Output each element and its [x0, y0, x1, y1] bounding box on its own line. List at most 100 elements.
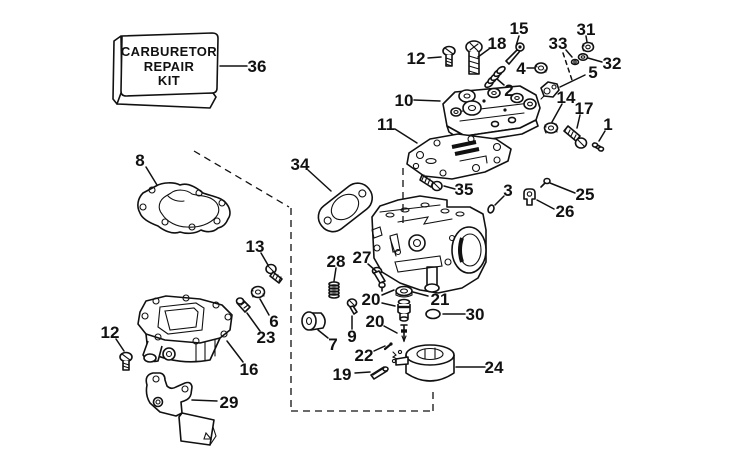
leader-line-20 [381, 289, 395, 296]
part-number-26: 26 [556, 202, 575, 221]
part-number-17: 17 [575, 99, 594, 118]
part-13-screw [265, 263, 283, 284]
part-number-18: 18 [488, 34, 507, 53]
part-number-21: 21 [431, 290, 450, 309]
kit-box-line3: KIT [158, 73, 180, 88]
leader-line-21 [412, 291, 429, 297]
leader-line-34 [307, 169, 332, 192]
part-number-4: 4 [516, 59, 526, 78]
leader-line-5 [559, 74, 586, 88]
part-16-float-bowl [137, 294, 233, 363]
part-number-13: 13 [246, 237, 265, 256]
part-number-23: 23 [257, 328, 276, 347]
part-number-5: 5 [588, 63, 597, 82]
part-number-8: 8 [135, 151, 144, 170]
leader-line-32 [587, 57, 603, 63]
part-33-washer [570, 58, 580, 66]
leader-line-19 [354, 371, 371, 374]
leader-line-28 [333, 267, 337, 282]
part-number-36: 36 [248, 57, 267, 76]
carburetor-body [371, 195, 487, 294]
part-number-11: 11 [377, 115, 395, 134]
part-number-15: 15 [510, 19, 529, 38]
part-number-28: 28 [327, 252, 346, 271]
part-number-2: 2 [504, 81, 513, 100]
part-number-20: 20 [366, 312, 385, 331]
leader-line-27 [367, 263, 377, 272]
leader-line-15 [515, 35, 520, 47]
leader-line-13 [260, 252, 269, 266]
part-30-gasket-oval [425, 308, 441, 320]
part-24-float [391, 344, 455, 382]
leader-line-3 [494, 195, 505, 206]
part-number-1: 1 [603, 115, 612, 134]
construction-dashed-line [193, 150, 290, 208]
kit-box-line1: CARBURETOR [121, 44, 217, 59]
part-5-lever [540, 81, 560, 100]
leader-line-10 [413, 99, 441, 102]
part-number-6: 6 [269, 312, 278, 331]
leader-line-8 [145, 166, 158, 186]
leader-line-20 [383, 325, 398, 334]
part-14-nut [543, 122, 559, 134]
leader-line-25 [549, 182, 576, 194]
leader-line-14 [551, 103, 563, 123]
part-12-screw-bottom [119, 351, 133, 371]
part-27-fitting [371, 266, 386, 292]
leader-line-16 [226, 340, 244, 363]
part-4-nut [534, 62, 548, 74]
part-number-3: 3 [503, 181, 512, 200]
part-23-plug [235, 297, 251, 313]
part-12-screw-top [442, 45, 456, 67]
leader-line-35 [443, 185, 456, 190]
part-6-nut [250, 285, 266, 299]
part-31-nut [581, 41, 595, 53]
part-29-bracket [145, 372, 217, 446]
part-number-7: 7 [328, 335, 337, 354]
part-15-needle [505, 42, 525, 65]
part-28-spring [328, 281, 340, 299]
part-32-washer [577, 52, 589, 61]
part-1-pin [591, 142, 605, 152]
leader-line-2 [496, 78, 505, 86]
part-number-30: 30 [466, 305, 485, 324]
part-26-clip [523, 188, 536, 206]
part-number-10: 10 [395, 91, 414, 110]
leader-line-17 [576, 114, 581, 129]
part-2-spring [484, 65, 506, 89]
leader-line-22 [373, 345, 386, 352]
leader-line-1 [598, 130, 606, 142]
leader-line-31 [585, 35, 588, 43]
leader-line-11 [394, 128, 418, 144]
part-35-screw [419, 174, 443, 192]
leader-line-dashed-33 [562, 52, 573, 81]
part-number-35: 35 [455, 180, 474, 199]
leader-line-12 [115, 338, 125, 352]
kit-box-line2: REPAIR [144, 59, 195, 74]
part-20-needle-valve [400, 324, 408, 343]
leader-line-12 [427, 56, 442, 59]
part-3-seal [487, 204, 495, 214]
part-number-14: 14 [557, 88, 576, 107]
part-number-24: 24 [485, 358, 504, 377]
part-25-screw [540, 177, 551, 188]
part-number-34: 34 [291, 155, 310, 174]
part-17-screw [563, 125, 588, 149]
part-11-gasket [406, 133, 512, 180]
leader-line-33 [565, 49, 573, 58]
part-number-33: 33 [549, 34, 568, 53]
part-number-12: 12 [101, 323, 120, 342]
part-number-25: 25 [576, 185, 595, 204]
leader-line-29 [191, 399, 218, 402]
repair-kit-box: CARBURETOR REPAIR KIT [112, 32, 219, 109]
part-21-seat-nut [395, 285, 413, 298]
leader-line-7 [317, 329, 329, 339]
part-19-hinge-pin [370, 366, 389, 380]
part-number-31: 31 [577, 20, 596, 39]
part-8-gasket [137, 182, 231, 235]
leader-line-26 [536, 199, 555, 210]
leader-line-23 [246, 312, 261, 332]
part-20-needle-seat [397, 298, 411, 322]
part-number-32: 32 [603, 54, 622, 73]
